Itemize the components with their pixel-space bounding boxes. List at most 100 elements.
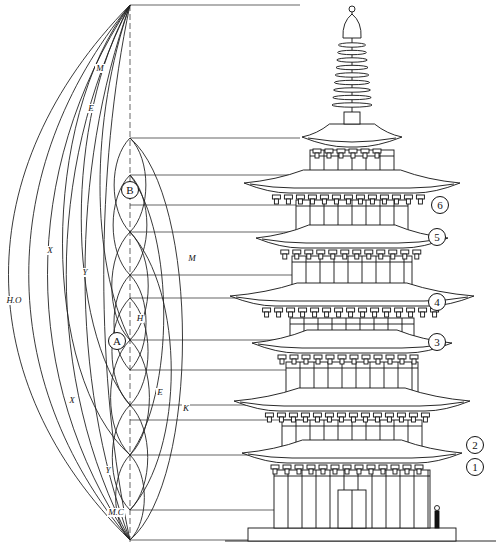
spire-ring (334, 88, 371, 92)
bracket (340, 359, 344, 364)
level-line (130, 5, 300, 6)
bracket (327, 417, 331, 422)
bracket (286, 199, 290, 204)
rail-line (290, 324, 414, 325)
lens-arc (112, 232, 130, 340)
curve-letter: M.C (107, 508, 125, 517)
bracket (278, 355, 286, 359)
curve-letter: Y (104, 466, 111, 475)
proportion-arc (63, 5, 131, 455)
bracket (265, 312, 269, 317)
bracket (331, 465, 339, 469)
bracket (351, 417, 355, 422)
lens-arc (111, 340, 130, 455)
bracket (361, 413, 369, 417)
level-line (130, 420, 300, 421)
bracket (314, 355, 322, 359)
bracket (421, 413, 429, 417)
bracket (404, 195, 412, 199)
door-line (352, 490, 353, 528)
bracket (344, 195, 352, 199)
bracket (391, 465, 399, 469)
bracket (289, 312, 293, 317)
bracket (295, 465, 303, 469)
post-line (428, 470, 429, 528)
bracket (357, 469, 361, 474)
bracket (317, 250, 325, 254)
bracket (335, 308, 343, 312)
bracket (349, 312, 353, 317)
spire-ring (338, 50, 367, 54)
bracket (401, 250, 409, 254)
callout-circle: 1 (466, 458, 484, 476)
bracket (394, 199, 398, 204)
bracket (407, 308, 415, 312)
bracket (308, 195, 316, 199)
callout-number: 4 (434, 297, 440, 308)
proportion-arc (85, 5, 130, 540)
bracket (333, 469, 337, 474)
lens-arc (130, 455, 144, 540)
door (338, 490, 366, 528)
proportion-arc (81, 5, 130, 405)
bracket (379, 254, 383, 259)
post-line (330, 470, 331, 528)
callout-circle: 2 (466, 436, 484, 454)
bracket (350, 355, 358, 359)
bracket (376, 359, 380, 364)
bracket (416, 195, 424, 199)
bracket (274, 199, 278, 204)
roof (302, 124, 402, 147)
bracket (325, 149, 333, 153)
bracket (301, 413, 309, 417)
bracket (313, 413, 321, 417)
roof (256, 225, 448, 248)
bracket (363, 153, 367, 158)
bracket (415, 465, 423, 469)
post-line (288, 470, 289, 528)
bracket (337, 312, 341, 317)
bracket (399, 417, 403, 422)
bracket (329, 250, 337, 254)
bracket (373, 312, 377, 317)
bracket (285, 469, 289, 474)
curve-letter: E (87, 104, 95, 113)
bracket (321, 469, 325, 474)
bracket (369, 469, 373, 474)
spire-ring (333, 95, 371, 99)
bracket (323, 308, 331, 312)
bracket (374, 355, 382, 359)
bracket (343, 254, 347, 259)
callout-number: 2 (472, 440, 478, 451)
callout-circle: 4 (428, 293, 446, 311)
bracket (423, 417, 427, 422)
bracket (334, 199, 338, 204)
spire-ring (335, 73, 369, 77)
human-figure (435, 511, 439, 528)
bracket (361, 149, 369, 153)
bracket (355, 465, 363, 469)
bracket (367, 465, 375, 469)
bracket (311, 308, 319, 312)
bracket (291, 417, 295, 422)
bracket (263, 308, 271, 312)
bracket (398, 355, 406, 359)
bracket (301, 312, 305, 317)
bracket (332, 195, 340, 199)
bracket (358, 199, 362, 204)
bracket (292, 359, 296, 364)
bracket (403, 254, 407, 259)
bracket (373, 149, 381, 153)
bracket (297, 469, 301, 474)
bracket (275, 308, 283, 312)
bracket (345, 469, 349, 474)
proportion-arc (66, 5, 130, 540)
axis-line (130, 5, 131, 542)
bracket (283, 254, 287, 259)
bracket (339, 417, 343, 422)
curve-letter: K (182, 404, 190, 413)
bracket (304, 359, 308, 364)
bracket (271, 465, 279, 469)
